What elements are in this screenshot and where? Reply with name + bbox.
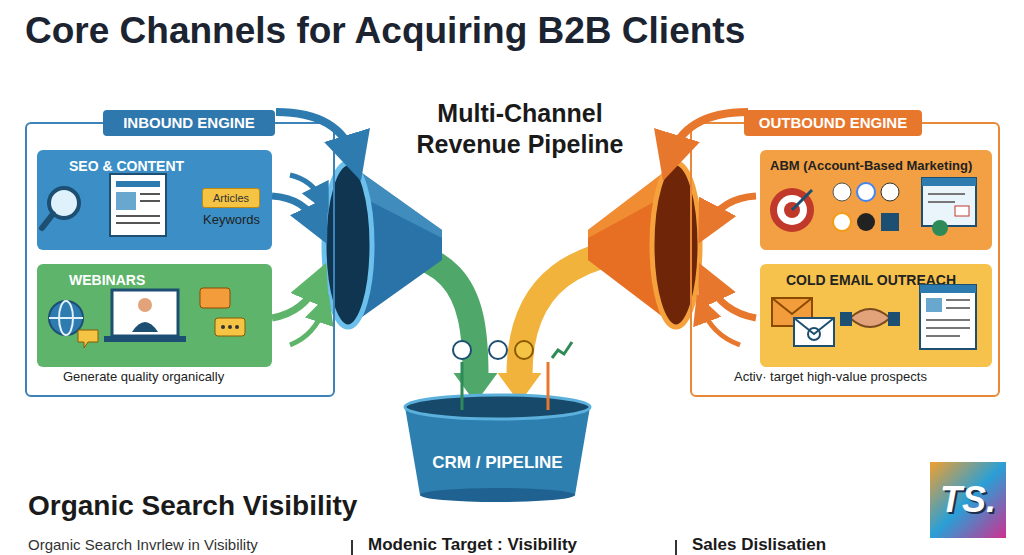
outbound-funnel <box>588 163 700 327</box>
node-label: Articles <box>203 189 259 207</box>
bucket-outline <box>405 395 590 495</box>
column-heading: Sales Dislisatien <box>692 535 826 555</box>
section-text: Organic Search Invrlew in Visibility <box>28 536 258 553</box>
funnel-body <box>348 163 442 327</box>
funnel-body <box>588 163 676 327</box>
node-label: WEBINARS <box>69 272 145 288</box>
feed-arrow <box>670 112 748 158</box>
logo-text: TS. <box>930 462 1006 538</box>
channel-box: COLD EMAIL OUTREACH <box>760 264 992 367</box>
logo-tile <box>930 462 1006 538</box>
node-label: COLD EMAIL OUTREACH <box>786 272 956 288</box>
group-frame: INBOUND ENGINEGenerate quality organical… <box>25 122 335 397</box>
node-caption: Activ· target high-value prospects <box>734 369 996 384</box>
node-caption: Generate quality organically <box>63 369 323 384</box>
diagram-title: Core Channels for Acquiring B2B Clients <box>25 10 745 52</box>
feed-arrow <box>708 196 756 225</box>
tag-box: Articles <box>202 188 260 208</box>
bucket-rim <box>405 395 590 419</box>
column-heading: Modenic Target : Visibility <box>368 535 577 555</box>
flow-connector <box>498 245 691 403</box>
channel-box: WEBINARS <box>37 264 272 367</box>
channel-box: SEO & CONTENT Articles <box>37 150 272 250</box>
node-label: ABM (Account-Based Marketing) <box>770 158 988 173</box>
node-label: INBOUND ENGINE <box>103 110 275 136</box>
separator <box>351 540 353 555</box>
funnel-shine <box>588 163 676 238</box>
feed-arrow <box>276 112 354 158</box>
feed-arrow <box>702 308 740 345</box>
funnel-mouth <box>652 163 700 327</box>
funnel-shine <box>348 163 442 238</box>
node-label: OUTBOUND ENGINE <box>744 110 922 136</box>
inbound-funnel <box>324 163 442 327</box>
feed-arrow <box>290 308 324 345</box>
flow-connector <box>335 245 498 403</box>
bucket-base <box>420 488 575 502</box>
feed-arrow <box>272 196 318 225</box>
separator <box>675 540 677 555</box>
group-frame: OUTBOUND ENGINEActiv· target high-value … <box>690 122 1000 397</box>
channel-box: ABM (Account-Based Marketing) <box>760 150 992 250</box>
node-label: CRM / PIPELINE <box>405 453 590 473</box>
feed-arrow <box>290 175 322 200</box>
center-heading: Multi-Channel Revenue Pipeline <box>395 98 645 160</box>
funnel-mouth <box>324 163 372 327</box>
keyword-label: Keywords <box>203 212 260 227</box>
feed-arrow <box>708 282 756 318</box>
node-label: SEO & CONTENT <box>69 158 184 174</box>
flow-arrow <box>520 245 691 375</box>
section-heading: Organic Search Visibility <box>28 490 357 522</box>
pipeline-bucket: CRM / PIPELINE <box>405 395 590 495</box>
flow-arrow <box>335 245 476 375</box>
feed-arrow <box>272 282 318 318</box>
